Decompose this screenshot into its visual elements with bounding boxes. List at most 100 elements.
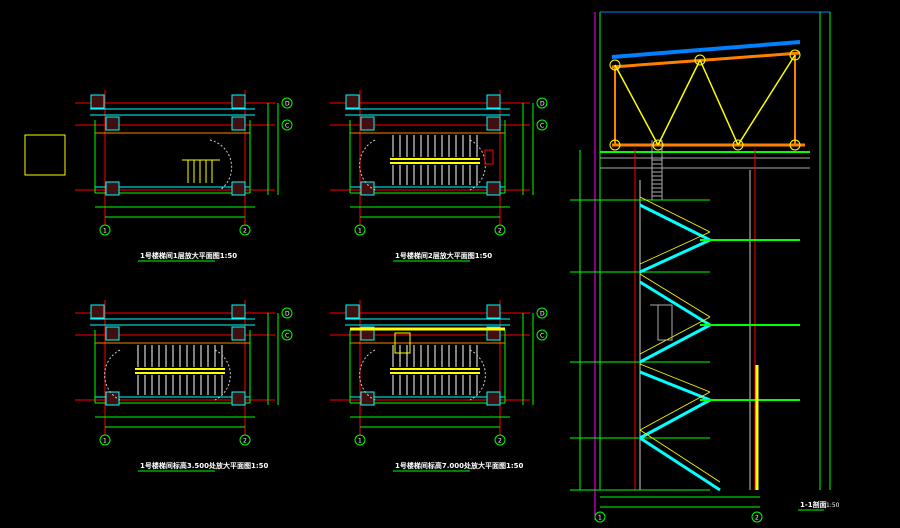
grid-bubble	[536, 307, 548, 319]
grid-bubble	[594, 511, 606, 523]
landing-arc	[214, 349, 231, 401]
column	[231, 116, 246, 131]
stair-handrail	[639, 316, 711, 355]
stair-flight	[639, 436, 721, 492]
stair-flights	[135, 345, 225, 395]
grid-bubble-label: 1	[358, 228, 362, 235]
grid-bubble	[354, 224, 366, 236]
landing-arc	[469, 139, 486, 191]
grid-bubble-label: 1	[598, 515, 602, 522]
stair-handrail	[639, 429, 721, 483]
door-swing	[209, 139, 233, 191]
truss-diagonal	[737, 54, 796, 146]
grid-bubble	[239, 224, 251, 236]
entrance-canopy	[24, 134, 66, 176]
roof-panel	[611, 40, 801, 59]
column	[105, 116, 120, 131]
truss-node	[652, 139, 664, 151]
column	[486, 94, 501, 109]
grid-bubble	[281, 329, 293, 341]
stair-handrail	[639, 391, 711, 431]
door	[484, 149, 494, 165]
grid-bubble-label: 2	[498, 438, 502, 445]
grid-bubble-label: 1	[103, 438, 107, 445]
column	[105, 326, 120, 341]
stair-flight	[639, 323, 711, 364]
grid-bubble-label: 2	[755, 515, 759, 522]
truss-node	[609, 139, 621, 151]
column	[360, 391, 375, 406]
column	[486, 304, 501, 319]
truss-node	[789, 49, 801, 61]
section-scale: 1:50	[826, 502, 840, 509]
grid-bubble	[99, 224, 111, 236]
stair-flights	[390, 135, 480, 185]
grid-bubble	[281, 97, 293, 109]
column	[345, 94, 360, 109]
stair-flight	[639, 238, 711, 274]
stair-flight	[639, 398, 711, 440]
column	[105, 391, 120, 406]
grid-bubble-label: D	[540, 311, 545, 318]
grid-bubble-label: C	[540, 333, 544, 340]
stair-plan-1: 1 2 D C 1号楼梯间1层放大平面图1:50	[24, 90, 293, 262]
grid-bubble	[494, 434, 506, 446]
truss-node	[609, 59, 621, 71]
column	[231, 304, 246, 319]
truss-node	[732, 139, 744, 151]
grid-bubble-label: C	[285, 123, 289, 130]
grid-bubble-label: C	[540, 123, 544, 130]
stair-plan-3: 1 2 D C 1号楼梯间标高3.500处放大平面图1:50	[75, 300, 293, 472]
stair-flights	[390, 345, 480, 395]
stair-handrail	[639, 363, 711, 393]
grid-bubble	[239, 434, 251, 446]
grid-bubble-label: D	[285, 311, 290, 318]
stair-flight	[639, 203, 711, 242]
truss-node	[789, 139, 801, 151]
truss-top-chord	[611, 51, 801, 69]
grid-bubble	[536, 329, 548, 341]
grid-bubble	[751, 511, 763, 523]
opening	[394, 332, 411, 354]
stair-handrail	[639, 273, 711, 318]
column	[231, 391, 246, 406]
plan-title: 1号楼梯间1层放大平面图1:50	[140, 251, 237, 260]
column	[231, 181, 246, 196]
stair-flight	[639, 280, 711, 327]
column	[486, 391, 501, 406]
column	[360, 116, 375, 131]
plan-title: 1号楼梯间标高3.500处放大平面图1:50	[140, 461, 269, 470]
grid-bubble-label: 2	[498, 228, 502, 235]
grid-bubble	[99, 434, 111, 446]
grid-bubble	[354, 434, 366, 446]
grid-bubble-label: C	[285, 333, 289, 340]
grid-bubble-label: D	[285, 101, 290, 108]
stair-handrail	[639, 231, 711, 265]
grid-bubble-label: 1	[103, 228, 107, 235]
column	[231, 326, 246, 341]
grid-bubble	[536, 119, 548, 131]
column	[105, 181, 120, 196]
column	[360, 181, 375, 196]
truss-diagonal	[614, 64, 659, 146]
grid-bubble-label: 1	[358, 438, 362, 445]
truss-diagonal	[657, 59, 701, 146]
stair-flight	[639, 370, 711, 402]
column	[90, 304, 105, 319]
grid-bubble	[281, 307, 293, 319]
grid-bubble	[281, 119, 293, 131]
section-title: 1-1剖面	[800, 500, 827, 509]
column	[90, 94, 105, 109]
grid-bubble-label: D	[540, 101, 545, 108]
grid-bubble-label: 2	[243, 438, 247, 445]
opening-hatch	[657, 304, 673, 341]
column	[486, 116, 501, 131]
grid-bubble	[494, 224, 506, 236]
column	[486, 181, 501, 196]
grid-bubble-label: 2	[243, 228, 247, 235]
truss-diagonal	[699, 59, 739, 146]
